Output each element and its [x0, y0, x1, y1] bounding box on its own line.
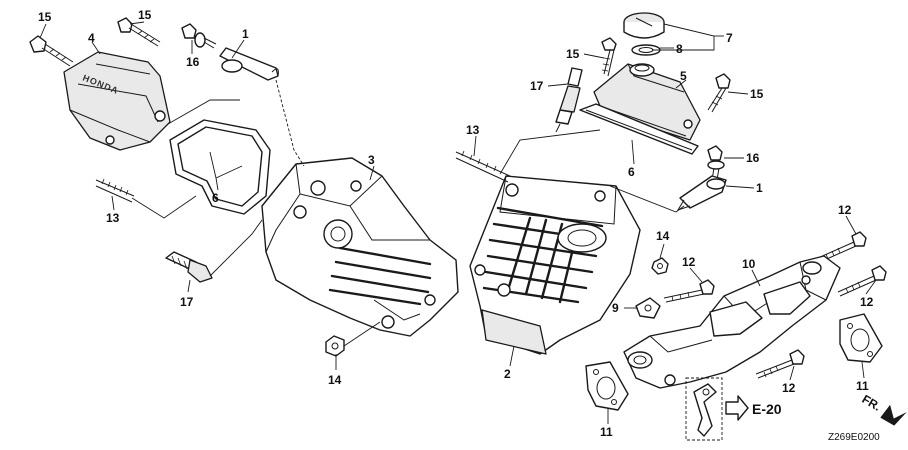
callout-8: 8 — [676, 42, 683, 56]
front-direction-marker — [880, 404, 907, 426]
callout-12: 12 — [782, 381, 796, 395]
callout-17: 17 — [180, 295, 194, 309]
callout-1: 1 — [756, 181, 763, 195]
bolt-12-lower — [755, 349, 805, 379]
callout-16: 16 — [746, 151, 760, 165]
stud-13-center — [455, 150, 511, 183]
callout-10: 10 — [742, 257, 756, 271]
callout-12: 12 — [682, 255, 696, 269]
reference-label: E-20 — [752, 401, 782, 417]
front-marker-label: FR. — [860, 392, 884, 414]
bolt-12-left — [663, 279, 715, 303]
cap-gasket — [631, 44, 661, 56]
cylinder-head-left — [261, 157, 459, 337]
callout-1: 1 — [242, 27, 249, 41]
callout-12: 12 — [860, 295, 874, 309]
bolt-15-upper — [117, 17, 161, 47]
callout-9: 9 — [612, 301, 619, 315]
drawing-code: Z269E0200 — [828, 432, 880, 443]
valve-cover-left: HONDA — [63, 51, 171, 151]
leader-lines — [39, 21, 877, 424]
lifting-bracket-right — [676, 175, 727, 211]
callout-4: 4 — [88, 31, 95, 45]
bolt-16-left — [181, 23, 217, 49]
head-cover-gasket-right — [579, 103, 699, 155]
cylinder-block — [469, 175, 641, 355]
callout-13: 13 — [466, 123, 480, 137]
callout-2: 2 — [504, 367, 511, 381]
callout-14: 14 — [328, 373, 342, 387]
head-cover-gasket-left — [169, 119, 271, 215]
callout-17: 17 — [530, 79, 544, 93]
callout-labels: 15 15 4 16 1 6 13 17 3 14 13 2 7 8 15 17… — [38, 8, 874, 439]
callout-6: 6 — [628, 165, 635, 179]
callout-11: 11 — [600, 425, 613, 439]
callout-14: 14 — [656, 229, 670, 243]
clamp-9 — [635, 297, 661, 319]
intake-manifold — [623, 255, 841, 389]
lifting-bracket-left — [219, 47, 279, 81]
callout-15: 15 — [750, 87, 764, 101]
stud-13-left — [95, 178, 135, 203]
oil-filler-cap — [623, 12, 665, 39]
callout-15: 15 — [138, 8, 152, 22]
callout-7: 7 — [726, 31, 733, 45]
callout-5: 5 — [680, 69, 687, 83]
nut-14-left — [325, 335, 345, 357]
bolt-15-left — [29, 35, 74, 67]
callout-13: 13 — [106, 211, 120, 225]
callout-12: 12 — [838, 203, 852, 217]
callout-15: 15 — [38, 10, 52, 24]
bolt-15-right-upper — [601, 37, 617, 77]
manifold-gasket-left — [585, 361, 629, 411]
callout-11: 11 — [856, 379, 869, 393]
bolt-16-right — [707, 145, 725, 181]
bolt-15-right — [707, 73, 731, 113]
reference-arrow — [725, 395, 749, 421]
callout-15: 15 — [566, 47, 580, 61]
reference-detail-box — [685, 377, 723, 441]
bolt-12-right — [837, 265, 887, 297]
callout-16: 16 — [186, 55, 200, 69]
manifold-gasket-right — [839, 313, 883, 363]
spark-plug-right — [555, 67, 583, 133]
spark-plug-left — [165, 251, 213, 283]
callout-3: 3 — [368, 153, 375, 167]
callout-6: 6 — [212, 191, 219, 205]
nut-14-center — [651, 257, 669, 275]
